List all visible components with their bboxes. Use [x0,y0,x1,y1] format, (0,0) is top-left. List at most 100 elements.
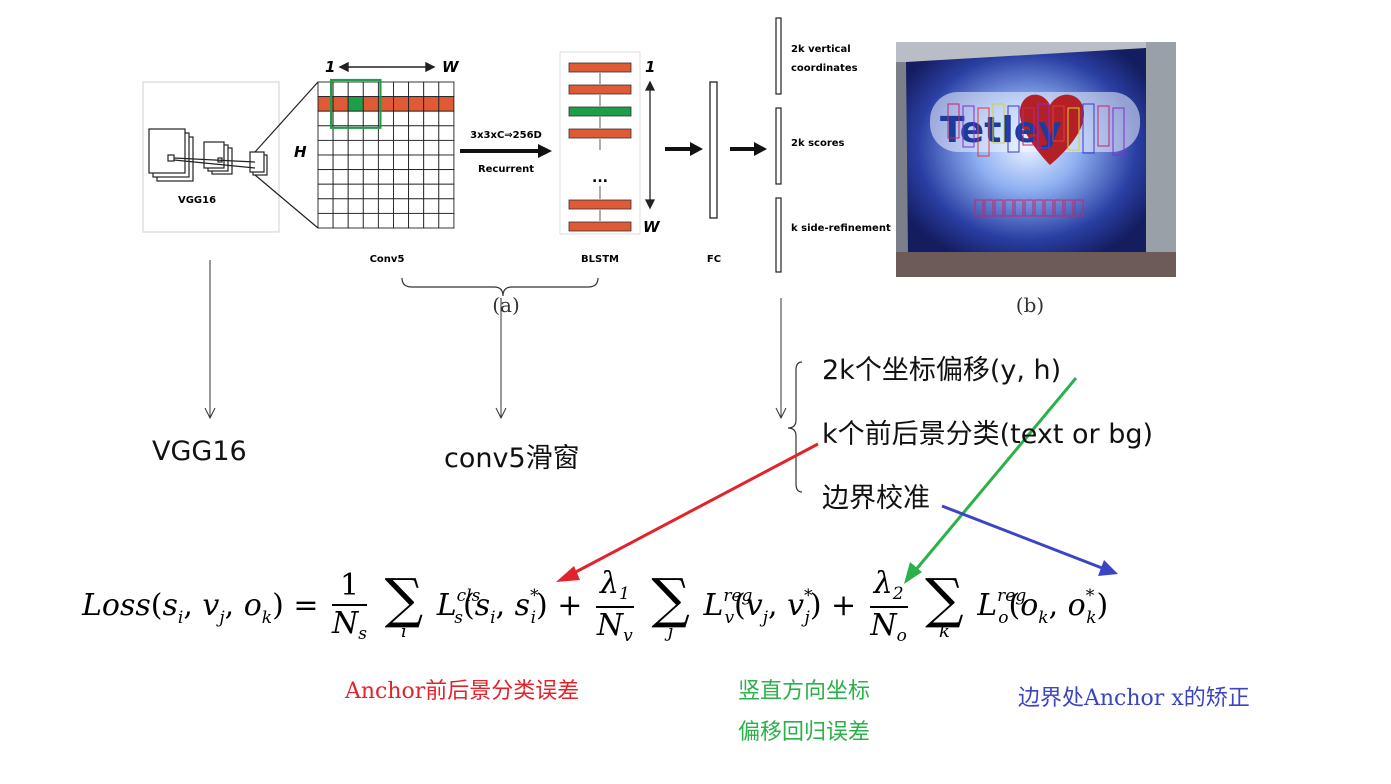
conv5-cell [438,169,455,185]
fc-label: FC [707,254,721,265]
conv5-cell [408,183,425,200]
conv5-cell [332,81,349,98]
conv5-cell [408,139,425,156]
loss-name: Loss [82,588,151,623]
conv5-cell [393,139,410,156]
text-proposal-box [984,199,994,217]
caption-cls: Anchor前后景分类误差 [345,679,580,704]
blstm-label: BLSTM [581,254,619,265]
conv5-cell [347,139,364,156]
conv5-cell [332,212,349,229]
conv5-cell [393,198,410,214]
blstm-cell [568,199,632,210]
conv5-cell [332,154,349,171]
blstm-height-arrow [644,80,656,210]
caption-reg-line1: 竖直方向坐标 [738,679,871,704]
list-brace [787,361,803,493]
conv5-cell [347,81,364,98]
blstm-cells [568,62,632,232]
down-arrows [204,260,787,420]
text-proposal-box [947,103,960,139]
text-proposal-box [1044,199,1054,217]
conv5-cell [332,198,349,214]
conv5-cell [393,212,410,229]
caption-b: (b) [1016,293,1044,317]
conv5-cell [362,154,379,171]
conv5-cell [332,183,349,200]
text-proposal-box [1097,105,1110,147]
out-bar-vertical [775,17,782,95]
text-proposal-box [977,107,990,157]
conv5-cell [362,110,379,127]
list-item-classify: k个前后景分类(text or bg) [822,419,1154,450]
conv5-cell [317,154,334,171]
conv5-cell [317,169,334,185]
caption-a: (a) [492,293,520,317]
conv5-cell [438,110,455,127]
conv5-cell [377,139,394,156]
blstm-cell [568,62,632,73]
green-arrow [904,377,1078,584]
blstm-cell [568,128,632,139]
conv5-cell [347,154,364,171]
conv5-cell [423,110,440,127]
conv5-cell [347,198,364,214]
text-proposal-box [1082,103,1095,154]
op-arrow [460,144,552,158]
conv5-cell [377,183,394,200]
conv5-axis-h: H [294,143,307,161]
conv5-cell [438,183,455,200]
vgg-feature-stack [148,81,319,229]
conv5-cell [332,96,349,112]
loss-args: (si, vj, ok) = [150,588,319,628]
text-proposal-box [994,199,1004,217]
conv5-cell [362,198,379,214]
conv5-cell [347,212,364,229]
conv5-cell [317,139,334,156]
brace-a [401,277,599,297]
conv5-cell [408,169,425,185]
blstm-cell [568,84,632,95]
list-item-offset: 2k个坐标偏移(y, h) [822,355,1062,386]
conv5-cell [317,212,334,229]
conv5-cell [332,169,349,185]
conv5-cell [347,96,364,112]
conv5-cell [438,139,455,156]
conv5-cell [408,154,425,171]
text-proposal-box [1064,199,1074,217]
conv5-cell [438,81,455,98]
billboard-image: Tetley [896,42,1176,277]
conv5-cell [408,110,425,127]
blue-arrow [941,504,1118,576]
conv5-grid [317,78,455,229]
sliding-window [330,78,382,129]
conv5-cell [347,183,364,200]
out-bar-side [775,197,782,273]
text-proposal-box [962,105,975,148]
conv5-cell [362,139,379,156]
conv5-op-bottom: Recurrent [478,164,534,175]
conv5-op-top: 3x3xC⇒256D [470,130,542,141]
text-proposal-box [1014,199,1024,217]
text-proposal-box [1004,199,1014,217]
conv5-cell [393,169,410,185]
blstm-to-fc-arrow [665,142,703,156]
conv5-cell [423,212,440,229]
conv5-cell [423,183,440,200]
conv5-cell [377,212,394,229]
text-proposal-box [1074,199,1084,217]
conv5-cell [438,212,455,229]
out-scores: 2k scores [791,138,845,149]
text-proposal-box [1067,107,1080,151]
conv5-cell [393,96,410,112]
conv5-cell [317,198,334,214]
sum-j: ∑j [651,567,690,642]
conv5-cell [423,198,440,214]
blstm-w: W [643,218,661,236]
blstm-one: 1 [645,58,655,76]
out-vertical-line2: coordinates [791,63,858,74]
